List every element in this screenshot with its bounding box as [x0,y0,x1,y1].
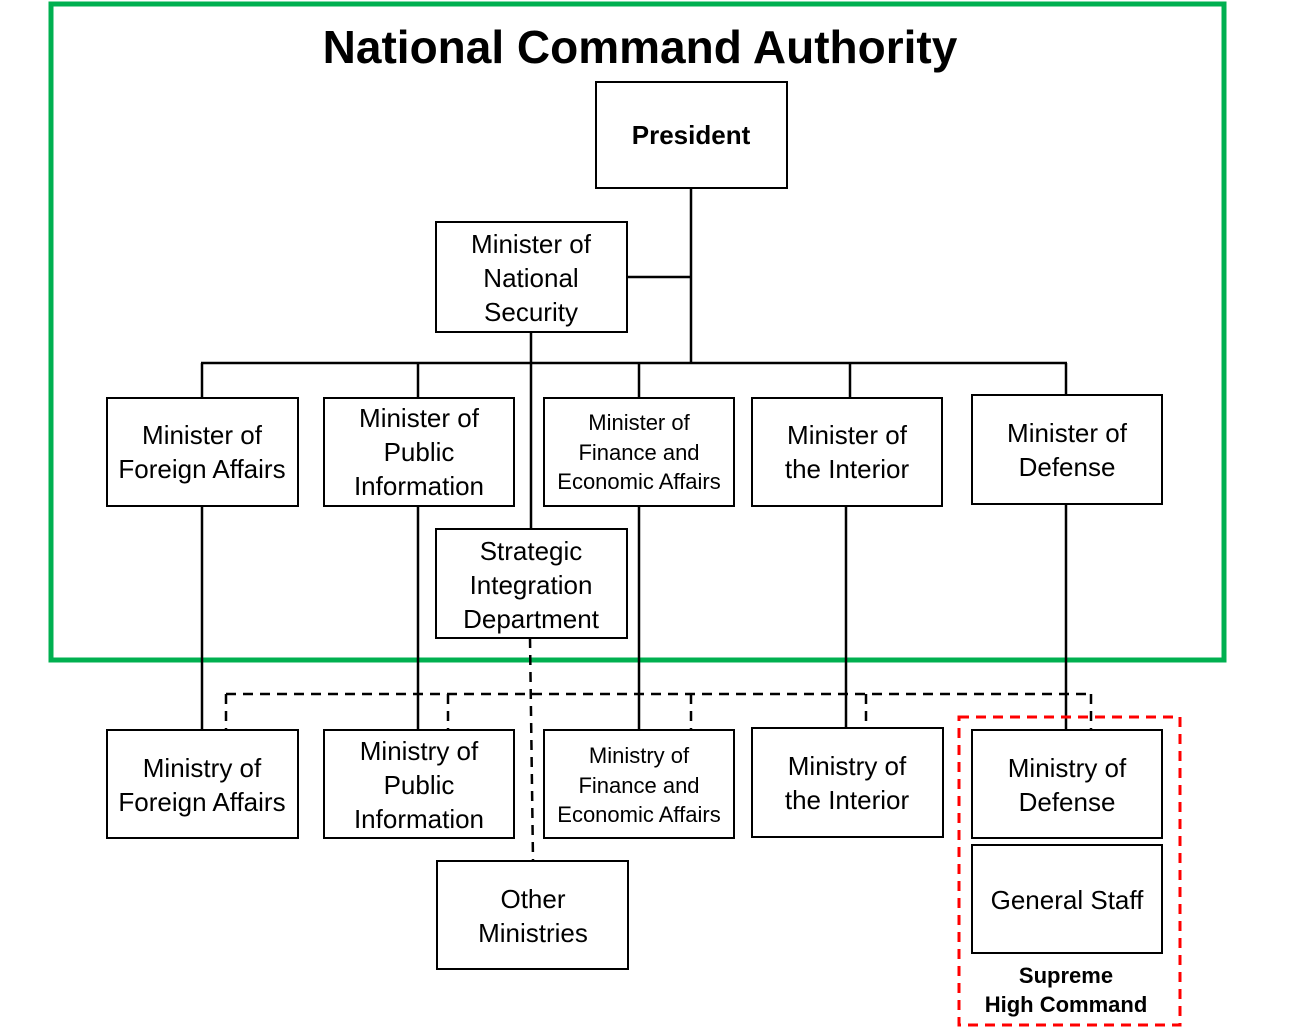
svg-text:Defense: Defense [1019,787,1116,817]
svg-text:Other: Other [500,884,565,914]
ministry-foreign-affairs-box: Ministry of Foreign Affairs [106,729,299,839]
ministry-defense-box: Ministry of Defense [971,729,1163,839]
svg-text:Security: Security [484,297,578,327]
svg-text:Public: Public [384,770,455,800]
svg-text:Ministry of: Ministry of [360,736,479,766]
svg-text:Defense: Defense [1019,452,1116,482]
svg-text:Public: Public [384,437,455,467]
svg-text:High Command: High Command [985,992,1148,1017]
svg-text:President: President [632,120,751,150]
svg-text:Ministry of: Ministry of [1008,753,1127,783]
svg-text:Finance and: Finance and [578,773,699,798]
minister-national-security-box: Minister of National Security [435,221,628,333]
svg-text:General Staff: General Staff [991,885,1145,915]
minister-public-information-box: Minister of Public Information [323,397,515,507]
svg-text:Foreign Affairs: Foreign Affairs [118,454,285,484]
national-command-authority-border [48,1,1227,663]
svg-text:Minister of: Minister of [1007,418,1128,448]
minister-defense-box: Minister of Defense [971,394,1163,505]
diagram-title: National Command Authority [323,21,958,73]
ministry-interior-box: Ministry of the Interior [751,727,944,838]
minister-finance-box: Minister of Finance and Economic Affairs [543,397,735,507]
supreme-high-command-border [957,715,1182,1027]
svg-text:the Interior: the Interior [785,785,910,815]
svg-text:Minister of: Minister of [787,420,908,450]
svg-text:Minister of: Minister of [471,229,592,259]
svg-text:Department: Department [463,604,600,634]
svg-text:Integration: Integration [470,570,593,600]
svg-text:Minister of: Minister of [142,420,263,450]
other-ministries-box: Other Ministries [436,860,629,970]
svg-text:Ministry of: Ministry of [143,753,262,783]
minister-interior-box: Minister of the Interior [751,397,943,507]
supreme-high-command-label: Supreme High Command [985,963,1148,1017]
minister-foreign-affairs-box: Minister of Foreign Affairs [106,397,299,507]
svg-text:Minister of: Minister of [588,410,690,435]
president-box: President [595,81,788,189]
svg-text:National: National [483,263,578,293]
svg-text:Supreme: Supreme [1019,963,1113,988]
svg-text:Economic Affairs: Economic Affairs [557,469,720,494]
svg-text:Ministry of: Ministry of [788,751,907,781]
svg-text:Information: Information [354,471,484,501]
strategic-integration-department-box: Strategic Integration Department [435,528,628,639]
ministry-public-information-box: Ministry of Public Information [323,729,515,839]
dashed-connectors [224,637,1093,861]
svg-text:Economic Affairs: Economic Affairs [557,802,720,827]
svg-text:Ministry of: Ministry of [589,743,690,768]
svg-text:the Interior: the Interior [785,454,910,484]
svg-text:Information: Information [354,804,484,834]
connectors [200,188,1068,730]
general-staff-box: General Staff [971,844,1163,954]
svg-text:Strategic: Strategic [480,536,583,566]
svg-text:Foreign Affairs: Foreign Affairs [118,787,285,817]
svg-text:Ministries: Ministries [478,918,588,948]
ministry-finance-box: Ministry of Finance and Economic Affairs [543,729,735,839]
svg-text:Minister of: Minister of [359,403,480,433]
svg-text:Finance and: Finance and [578,440,699,465]
